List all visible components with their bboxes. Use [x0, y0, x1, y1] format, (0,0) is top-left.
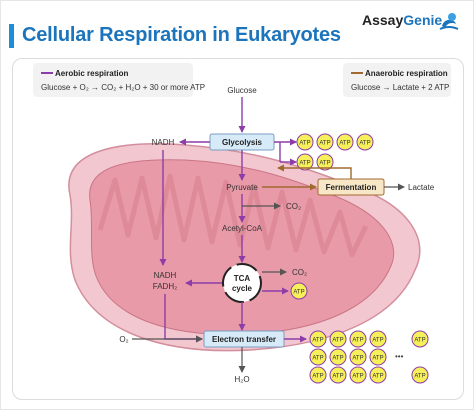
genie-logo-icon	[439, 13, 459, 30]
brand-prefix: Assay	[362, 12, 404, 28]
legend-anaerobic-equation: Glucose → Lactate + 2 ATP	[351, 83, 450, 92]
legend-aerobic-name: Aerobic respiration	[55, 69, 129, 78]
atp-label: ATP	[352, 374, 363, 380]
atp-icon	[329, 366, 347, 384]
electron-transfer-label: Electron transfer	[212, 335, 276, 344]
aerobic-swatch	[41, 72, 53, 74]
glucose-label: Glucose	[227, 86, 257, 95]
atp-label: ATP	[299, 161, 310, 167]
atp-icon	[309, 330, 327, 348]
water-label: H₂O	[234, 375, 249, 384]
atp-label: ATP	[359, 141, 370, 147]
tca-line1: TCA	[234, 274, 251, 283]
o2-label: O₂	[119, 335, 128, 344]
cristae	[97, 173, 369, 258]
atp-icon	[411, 366, 429, 384]
atp-label: ATP	[332, 374, 343, 380]
title-accent-bar	[9, 24, 14, 48]
brand-suffix: Genie	[403, 12, 443, 28]
atp-label: ATP	[312, 338, 323, 344]
atp-label: ATP	[299, 141, 310, 147]
brand-logo: AssayGenie	[362, 12, 442, 28]
atp-label: ATP	[352, 356, 363, 362]
arrow-fermentation-atp	[277, 164, 352, 179]
tca-cycle-ring	[222, 263, 262, 303]
atp-label: ATP	[319, 141, 330, 147]
atp-icon	[329, 330, 347, 348]
nadh-mid-label: NADH	[154, 271, 177, 280]
pyruvate-label: Pyruvate	[226, 183, 258, 192]
anaerobic-swatch	[351, 72, 363, 74]
atp-group-tca: ATP	[290, 282, 308, 300]
atp-icon	[336, 133, 354, 151]
atp-icon	[356, 133, 374, 151]
legend-anaerobic: Anaerobic respiration Glucose → Lactate …	[343, 63, 451, 97]
atp-icon	[411, 330, 429, 348]
atp-icon	[309, 366, 327, 384]
atp-ellipsis: •••	[395, 352, 404, 361]
atp-label: ATP	[312, 356, 323, 362]
atp-icon	[349, 366, 367, 384]
atp-icon	[369, 348, 387, 366]
legend-aerobic-equation: Glucose + O₂ → CO₂ + H₂O + 30 or more AT…	[41, 83, 206, 92]
legend-aerobic: Aerobic respiration Glucose + O₂ → CO₂ +…	[33, 63, 205, 97]
atp-label: ATP	[414, 338, 425, 344]
page-title: Cellular Respiration in Eukaryotes	[22, 24, 341, 46]
atp-icon	[369, 366, 387, 384]
atp-icon	[316, 153, 334, 171]
atp-icon	[316, 133, 334, 151]
atp-label: ATP	[339, 141, 350, 147]
fermentation-label: Fermentation	[326, 183, 377, 192]
atp-icon	[290, 282, 308, 300]
co2-pyruvate-label: CO₂	[286, 202, 301, 211]
lactate-label: Lactate	[408, 183, 435, 192]
atp-icon	[296, 153, 314, 171]
atp-label: ATP	[372, 374, 383, 380]
atp-label: ATP	[312, 374, 323, 380]
mitochondrion-illustration	[68, 143, 421, 352]
atp-label: ATP	[332, 338, 343, 344]
atp-label: ATP	[293, 290, 304, 296]
tca-line2: cycle	[232, 284, 253, 293]
fadh2-label: FADH₂	[153, 282, 177, 291]
glycolysis-label: Glycolysis	[222, 138, 263, 147]
atp-group-glycolysis: ATP ATP ATP ATP ATP ATP	[296, 133, 374, 171]
atp-icon	[369, 330, 387, 348]
atp-label: ATP	[372, 338, 383, 344]
co2-tca-label: CO₂	[292, 268, 307, 277]
atp-label: ATP	[352, 338, 363, 344]
nadh-top-label: NADH	[152, 138, 175, 147]
atp-icon	[329, 348, 347, 366]
atp-icon	[309, 348, 327, 366]
atp-group-electron-transfer: ATP ATP ATP ATP ATP ATP ATP ATP ATP ATP ATP ATP ATP A…	[309, 330, 429, 384]
atp-label: ATP	[414, 374, 425, 380]
atp-label: ATP	[332, 356, 343, 362]
atp-icon	[349, 348, 367, 366]
atp-label: ATP	[319, 161, 330, 167]
atp-icon	[349, 330, 367, 348]
atp-icon	[296, 133, 314, 151]
atp-label: ATP	[372, 356, 383, 362]
acetyl-coa-label: Acetyl-CoA	[222, 224, 263, 233]
legend-anaerobic-name: Anaerobic respiration	[365, 69, 448, 78]
